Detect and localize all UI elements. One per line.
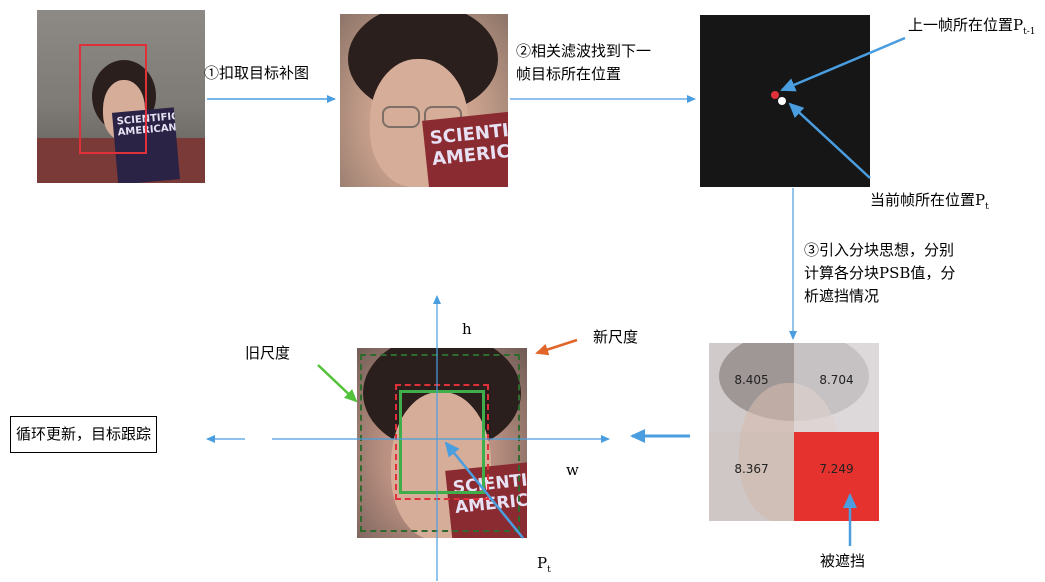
psb-value-top-left: 8.405	[734, 373, 769, 387]
block-bottom-left: 8.367	[709, 432, 794, 521]
new-scale-outer-box	[395, 384, 489, 500]
current-position-label: 当前帧所在位置Pt	[870, 191, 989, 212]
pt-label: Pt	[537, 554, 551, 575]
old-scale-box	[360, 354, 520, 532]
psb-value-top-right: 8.704	[819, 373, 854, 387]
current-position-dot	[778, 97, 786, 105]
block-top-right: 8.704	[794, 343, 879, 432]
arrow-curr-pos	[788, 102, 871, 179]
arrow-old-scale	[317, 364, 358, 403]
step2-label-line1: ②相关滤波找到下一	[516, 42, 652, 60]
w-axis-label: w	[566, 461, 579, 479]
step2-label-line2: 帧目标所在位置	[516, 65, 622, 83]
arrow-prev-pos	[780, 36, 906, 92]
psb-value-bottom-left: 8.367	[734, 462, 769, 476]
loop-update-box: 循环更新，目标跟踪	[10, 416, 158, 453]
block-psb-image: 8.405 8.704 8.367 7.249	[709, 343, 879, 521]
target-box	[79, 44, 147, 154]
new-scale-box	[399, 390, 485, 494]
step1-label: ①扣取目标补图	[204, 64, 310, 82]
h-axis-label: h	[462, 320, 472, 338]
step3-label-line3: 析遮挡情况	[804, 287, 880, 305]
block-top-left: 8.405	[709, 343, 794, 432]
step3-label-line2: 计算各分块PSB值，分	[804, 264, 956, 282]
block-bottom-right-occluded: 7.249	[794, 432, 879, 521]
step3-label-line1: ③引入分块思想，分别	[804, 241, 955, 259]
psb-value-bottom-right: 7.249	[819, 462, 854, 476]
arrow-new-scale	[535, 338, 578, 356]
response-map-image	[700, 15, 870, 187]
prev-position-dot	[771, 91, 779, 99]
old-scale-label: 旧尺度	[245, 344, 291, 362]
prev-position-label: 上一帧所在位置Pt-1	[908, 16, 1036, 37]
arrow-pt	[444, 441, 524, 539]
occluded-label: 被遮挡	[820, 552, 866, 570]
new-scale-label: 新尺度	[593, 328, 639, 346]
